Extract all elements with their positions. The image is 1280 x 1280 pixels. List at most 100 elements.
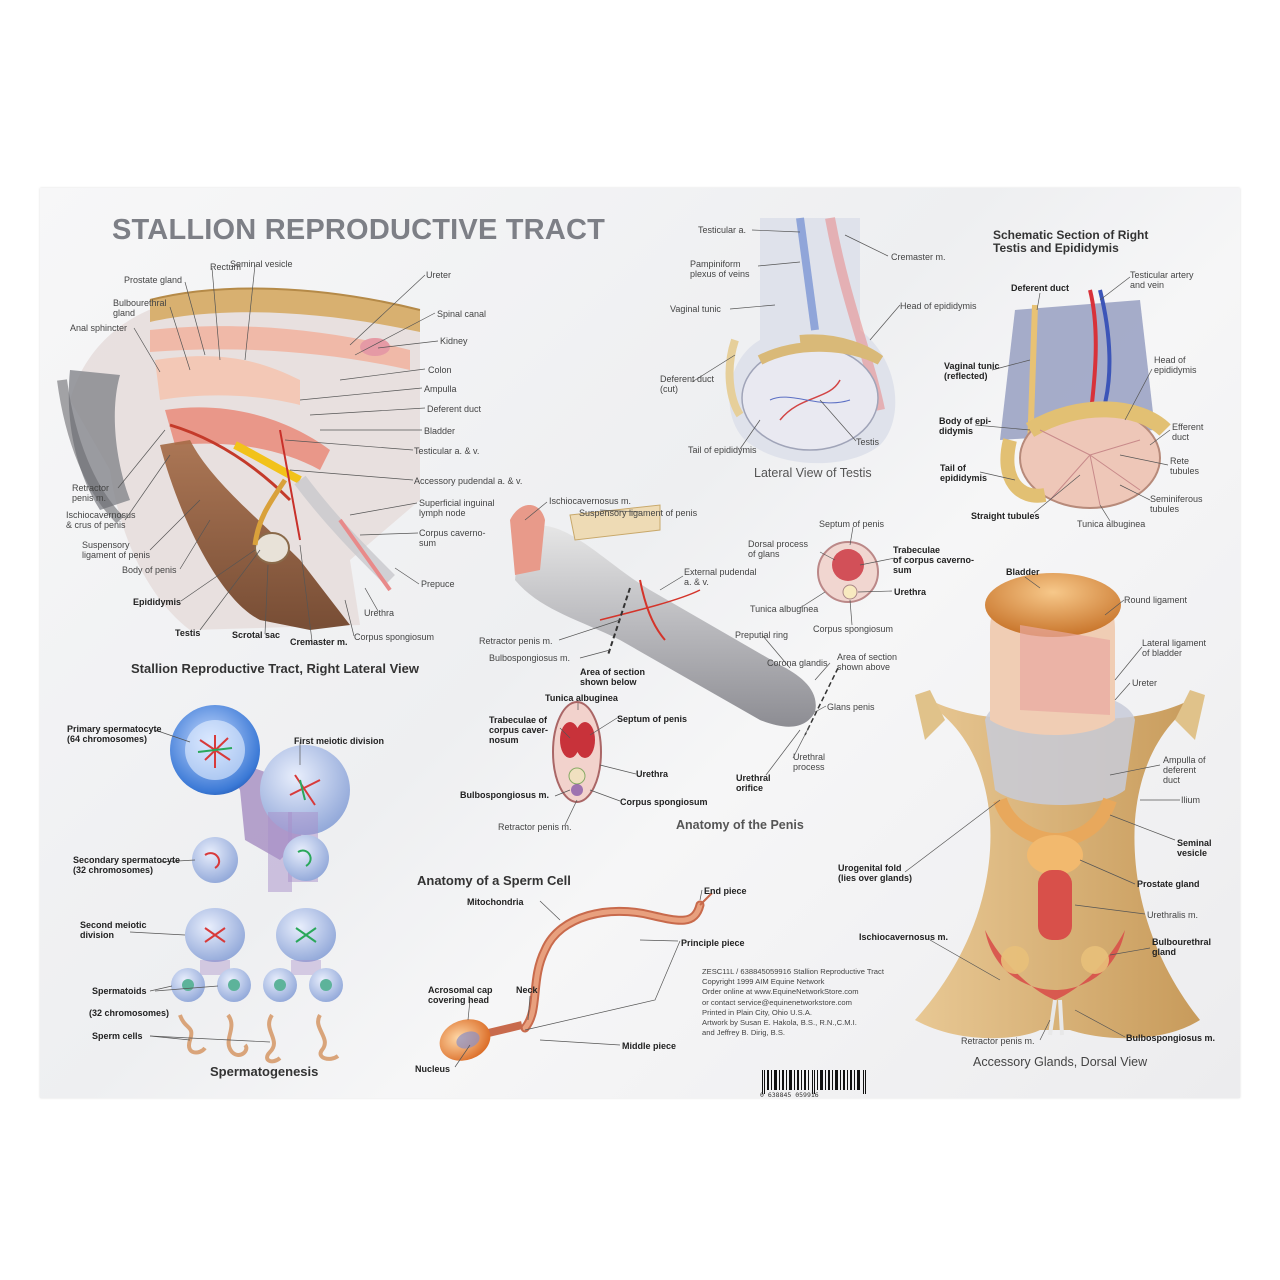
credit-line: Artwork by Susan E. Hakola, B.S., R.N.,C… xyxy=(702,1018,857,1028)
testis-lateral-illustration xyxy=(725,217,896,464)
label-seminal-vesicle: Seminal vesicle xyxy=(230,259,293,269)
label-nucleus: Nucleus xyxy=(415,1064,451,1074)
label-pampiniform: Pampiniform plexus of veins xyxy=(690,259,750,279)
credit-line: Order online at www.EquineNetworkStore.c… xyxy=(702,987,859,997)
label-urogenital-fold: Urogenital fold (lies over glands) xyxy=(838,863,913,883)
label-kidney: Kidney xyxy=(440,336,468,346)
label-mitochondria: Mitochondria xyxy=(467,897,524,907)
label-end-piece: End piece xyxy=(704,886,747,896)
label-tunica-albuginea-top: Tunica albuginea xyxy=(750,604,819,614)
label-urethralis: Urethralis m. xyxy=(1147,910,1199,920)
label-accessory-pudendal: Accessory pudendal a. & v. xyxy=(414,476,523,486)
label-corpus-spongiosum-bottom: Corpus spongiosum xyxy=(620,797,708,807)
schematic-title: Schematic Section of Right Testis and Ep… xyxy=(993,228,1149,255)
label-vaginal-tunic-reflected: Vaginal tunic (reflected) xyxy=(944,361,1000,381)
label-schematic-tunica-albuginea: Tunica albuginea xyxy=(1077,519,1146,529)
label-lateral-ligament: Lateral ligament of bladder xyxy=(1142,638,1207,658)
barcode-number: 0 638845 059916 xyxy=(760,1091,819,1099)
label-scrotal-sac: Scrotal sac xyxy=(232,630,281,640)
label-corona-glandis: Corona glandis xyxy=(767,658,828,668)
label-retractor-bottom: Retractor penis m. xyxy=(498,822,572,832)
label-testicular-artery: Testicular artery and vein xyxy=(1130,270,1194,290)
label-ischiocavernosus: Ischiocavernosus & crus of penis xyxy=(66,510,136,530)
credit-line: or contact service@equinenetworkstore.co… xyxy=(702,997,852,1007)
penis-illustration xyxy=(510,504,879,803)
label-urethra: Urethra xyxy=(364,608,395,618)
label-acc-prostate: Prostate gland xyxy=(1137,879,1200,889)
label-head-of-epididymis: Head of epididymis xyxy=(900,301,977,311)
credits-block: ZESC11L / 638845059916 Stallion Reproduc… xyxy=(702,967,884,1038)
label-bulbospongiosus-bottom: Bulbospongiosus m. xyxy=(460,790,549,800)
label-acc-bulbospongiosus: Bulbospongiosus m. xyxy=(1126,1033,1215,1043)
label-testicular-a: Testicular a. xyxy=(698,225,747,235)
label-body-of-epididymis: Body of epi- didymis xyxy=(939,416,991,436)
credit-line: and Jeffrey B. Dirig, B.S. xyxy=(702,1028,786,1038)
label-ureter: Ureter xyxy=(426,270,452,280)
label-ampulla: Ampulla xyxy=(424,384,457,394)
label-schematic-deferent-duct: Deferent duct xyxy=(1011,283,1070,293)
label-acc-bladder: Bladder xyxy=(1006,567,1040,577)
label-urethral-orifice: Urethral orifice xyxy=(736,773,771,793)
label-ilium: Ilium xyxy=(1181,795,1201,805)
sperm-cell-caption: Anatomy of a Sperm Cell xyxy=(417,873,571,888)
label-penis-bulbospongiosus: Bulbospongiosus m. xyxy=(489,653,571,663)
label-acc-ureter: Ureter xyxy=(1132,678,1158,688)
label-testis-lateral: Testis xyxy=(856,437,880,447)
label-bladder: Bladder xyxy=(424,426,456,436)
label-deferent-duct: Deferent duct xyxy=(427,404,482,414)
label-suspensory-ligament: Suspensory ligament of penis xyxy=(82,540,151,560)
label-acrosomal-cap: Acrosomal cap covering head xyxy=(428,985,493,1005)
spermatogenesis-caption: Spermatogenesis xyxy=(210,1064,319,1079)
label-external-pudendal: External pudendal a. & v. xyxy=(684,567,757,587)
label-urethral-process: Urethral process xyxy=(793,752,826,772)
label-efferent-duct: Efferent duct xyxy=(1172,422,1204,442)
label-tail-of-epididymis: Tail of epididymis xyxy=(688,445,757,455)
label-area-section-above: Area of section shown above xyxy=(837,652,898,672)
label-trabeculae-bottom: Trabeculae of corpus caver- nosum xyxy=(489,715,549,745)
label-ampulla-deferent: Ampulla of deferent duct xyxy=(1163,755,1206,785)
label-trabeculae-top: Trabeculae of corpus caverno- sum xyxy=(893,545,975,575)
label-schematic-tail-epididymis: Tail of epididymis xyxy=(940,463,988,483)
credit-line: Printed in Plain City, Ohio U.S.A. xyxy=(702,1007,813,1017)
label-acc-ischiocavernosus: Ischiocavernosus m. xyxy=(859,932,949,942)
accessory-glands-illustration xyxy=(915,573,1205,1039)
spermatogenesis-illustration xyxy=(170,705,350,1064)
label-acc-seminal-vesicle: Seminal vesicle xyxy=(1177,838,1212,858)
label-body-of-penis: Body of penis xyxy=(122,565,177,575)
label-urethra-bottom: Urethra xyxy=(636,769,669,779)
label-vaginal-tunic: Vaginal tunic xyxy=(670,304,721,314)
label-primary-spermatocyte: Primary spermatocyte (64 chromosomes) xyxy=(67,724,162,744)
credit-line: Copyright 1999 AIM Equine Network xyxy=(702,977,825,987)
label-urethra-top: Urethra xyxy=(894,587,927,597)
label-sperm-cells: Sperm cells xyxy=(92,1031,143,1041)
label-prostate-gland: Prostate gland xyxy=(124,275,183,285)
label-testicular-av: Testicular a. & v. xyxy=(414,446,480,456)
label-corpus-spongiosum: Corpus spongiosum xyxy=(354,632,435,642)
label-bulbourethral-gland: Bulbourethral gland xyxy=(113,298,167,318)
sperm-cell-illustration xyxy=(439,892,713,1061)
label-rectum: Rectum xyxy=(210,262,242,272)
label-schematic-head-epididymis: Head of epididymis xyxy=(1154,355,1197,375)
label-colon: Colon xyxy=(428,365,452,375)
label-32-chromosomes: (32 chromosomes) xyxy=(89,1008,170,1018)
label-straight-tubules: Straight tubules xyxy=(971,511,1040,521)
accessory-caption: Accessory Glands, Dorsal View xyxy=(973,1055,1148,1069)
label-rete-tubules: Rete tubules xyxy=(1170,456,1200,476)
label-second-meiotic: Second meiotic division xyxy=(80,920,147,940)
label-tunica-albuginea-bottom: Tunica albuginea xyxy=(545,693,618,703)
label-epididymis: Epididymis xyxy=(133,597,182,607)
barcode xyxy=(762,1070,866,1094)
label-secondary-spermatocyte: Secondary spermatocyte (32 chromosomes) xyxy=(73,855,181,875)
label-cremaster: Cremaster m. xyxy=(290,637,348,647)
label-spinal-canal: Spinal canal xyxy=(437,309,487,319)
label-testis: Testis xyxy=(175,628,201,638)
label-area-section-below: Area of section shown below xyxy=(580,667,646,687)
label-retractor-penis: Retractor penis m. xyxy=(72,483,110,503)
credit-line: ZESC11L / 638845059916 Stallion Reproduc… xyxy=(702,967,884,976)
label-deferent-duct-cut: Deferent duct (cut) xyxy=(660,374,715,394)
page-title: STALLION REPRODUCTIVE TRACT xyxy=(112,214,606,246)
label-cremaster-m: Cremaster m. xyxy=(891,252,946,262)
label-principle-piece: Principle piece xyxy=(681,938,745,948)
label-corpus-cavernosum: Corpus caverno- sum xyxy=(419,528,486,548)
